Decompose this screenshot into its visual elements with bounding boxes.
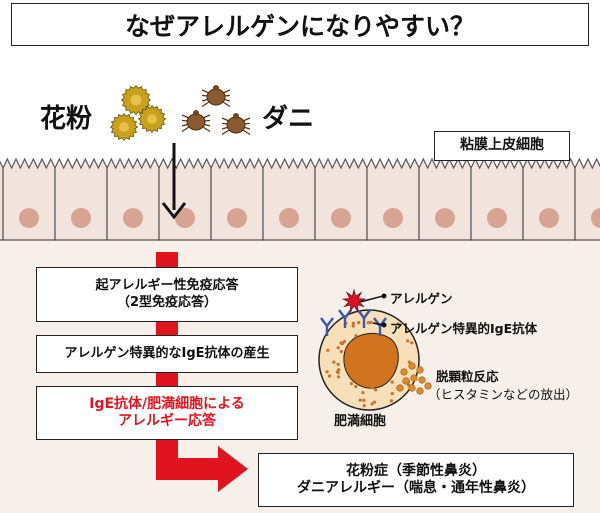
mite-group	[181, 85, 251, 136]
entry-arrow-icon	[161, 143, 187, 220]
result-line2: ダニアレルギー（喘息・通年性鼻炎）	[297, 480, 535, 496]
cell-nucleus	[279, 208, 299, 228]
cell-nucleus	[487, 208, 507, 228]
epithelial-cell	[470, 157, 524, 241]
granule	[424, 382, 432, 390]
flow-step-2: アレルゲン特異的なIgE抗体の産生	[36, 335, 298, 373]
cell-nucleus	[19, 208, 39, 228]
mucosa-label: 粘膜上皮細胞	[460, 137, 544, 154]
pollen-label: 花粉	[40, 104, 93, 134]
granule	[402, 377, 410, 385]
pollen-grain-icon	[120, 84, 152, 116]
page-title: なぜアレルゲンになりやすい？	[11, 3, 589, 46]
epithelial-cell	[574, 157, 600, 241]
degranulation-sublabel: （ヒスタミンなどの放出）	[428, 387, 579, 402]
epithelial-cell-layer	[0, 157, 600, 241]
mast-cell	[318, 309, 420, 411]
cell-nucleus	[591, 208, 600, 228]
granule	[396, 384, 404, 392]
granule	[410, 374, 418, 382]
ige-antibody-icon	[320, 317, 334, 336]
epithelial-cell	[54, 157, 108, 241]
degranulation-label: 脱顆粒反応	[436, 369, 499, 384]
cell-nucleus	[175, 208, 195, 228]
allergen-label: アレルゲン	[390, 291, 453, 306]
flow-step-2-line1: アレルゲン特異的なIgE抗体の産生	[64, 345, 270, 361]
granule	[416, 387, 424, 395]
pollen-grain-icon	[137, 104, 167, 134]
ige-antibodies	[320, 309, 387, 336]
mite-icon	[221, 113, 251, 136]
epithelial-cell	[366, 157, 420, 241]
mucosa-label-box: 粘膜上皮細胞	[434, 131, 570, 161]
granule	[408, 362, 416, 370]
flow-step-1-line2: （2型免疫応答）	[116, 294, 218, 310]
granule	[416, 366, 424, 374]
cell-nucleus	[539, 208, 559, 228]
pollen-grain-icon	[109, 112, 139, 142]
allergen-particle-icon	[341, 288, 367, 313]
mite-icon	[181, 110, 211, 133]
cell-nucleus	[71, 208, 91, 228]
epithelial-cell	[262, 157, 316, 241]
result-line1: 花粉症（季節性鼻炎）	[346, 462, 486, 479]
cell-nucleus	[435, 208, 455, 228]
ige-antibody-label: アレルゲン特異的IgE抗体	[390, 321, 538, 336]
ige-antibody-icon	[357, 309, 371, 328]
epithelial-cell	[106, 157, 160, 241]
cell-nucleus	[331, 208, 351, 228]
epithelial-cell	[158, 157, 212, 241]
cell-nucleus	[383, 208, 403, 228]
released-granules	[396, 362, 432, 395]
pollen-group	[109, 84, 167, 142]
annotation-pointers	[359, 293, 387, 328]
epithelial-cell	[522, 157, 576, 241]
result-box: 花粉症（季節性鼻炎） ダニアレルギー（喘息・通年性鼻炎）	[258, 453, 574, 507]
epithelial-cell	[314, 157, 368, 241]
mast-cell-label: 肥満細胞	[334, 414, 387, 429]
flow-step-3-line2: アレルギー応答	[118, 413, 216, 429]
mite-label: ダニ	[262, 104, 315, 134]
mite-icon	[201, 85, 231, 108]
epithelial-cell	[418, 157, 472, 241]
granule	[408, 384, 416, 392]
flow-step-1: 起アレルギー性免疫応答 （2型免疫応答）	[36, 267, 298, 322]
epithelial-cell	[0, 160, 4, 241]
cell-nucleus	[227, 208, 247, 228]
flow-step-3-line1: IgE抗体/肥満細胞による	[89, 395, 245, 412]
flow-step-3: IgE抗体/肥満細胞による アレルギー応答	[36, 386, 298, 440]
epithelial-cell	[210, 157, 264, 241]
granule	[418, 376, 426, 384]
granule	[400, 368, 408, 376]
cell-nucleus	[123, 208, 143, 228]
flow-step-1-line1: 起アレルギー性免疫応答	[95, 278, 239, 294]
epithelial-cell	[2, 157, 56, 241]
